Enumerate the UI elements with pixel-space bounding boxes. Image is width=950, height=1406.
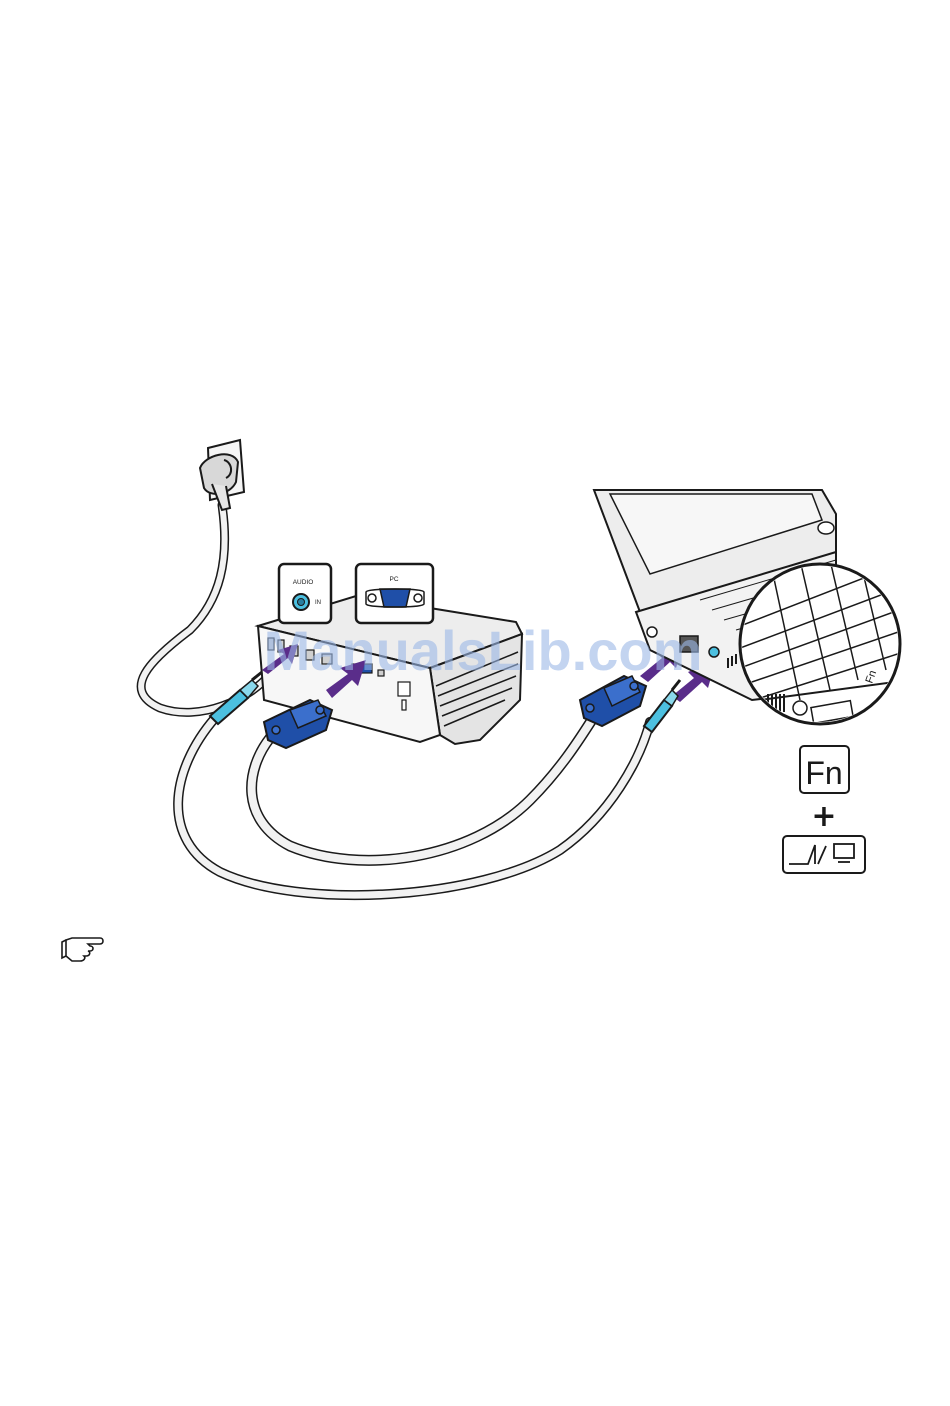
- pointing-hand-icon: [62, 938, 103, 961]
- pc-port-title: PC: [389, 576, 398, 583]
- wall-power-outlet: [200, 440, 244, 510]
- vga-connector-projector: [264, 700, 332, 748]
- fn-key-callout: Fn: [800, 746, 849, 793]
- audio-plug-laptop: [644, 680, 680, 732]
- vga-connector-laptop: [580, 676, 646, 726]
- audio-in-callout: AUDIO IN: [279, 564, 331, 623]
- audio-plug-projector: [210, 672, 262, 724]
- audio-port-in: IN: [315, 600, 321, 606]
- fn-key-label: Fn: [805, 755, 842, 791]
- pc-port-callout: PC: [356, 564, 433, 623]
- watermark: ManualsLib.com: [264, 619, 703, 682]
- plus-sign: +: [811, 799, 836, 834]
- display-switch-key: [783, 836, 865, 873]
- audio-port-title: AUDIO: [293, 579, 314, 586]
